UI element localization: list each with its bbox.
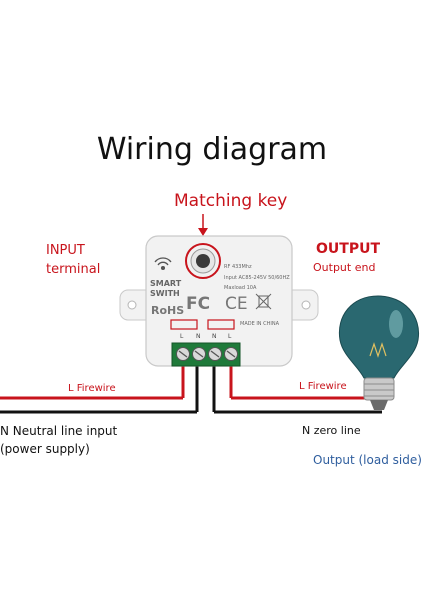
weee-bin-icon (255, 293, 272, 310)
terminal-letter-1: L (180, 333, 184, 340)
left-n-label-line1: N Neutral line input (0, 424, 118, 438)
spec-maxload: Maxload 10A (224, 285, 257, 291)
left-n-label-line2: (power supply) (0, 442, 90, 456)
wifi-icon (154, 257, 172, 271)
light-bulb-icon (338, 295, 420, 410)
terminal-letter-2: N (196, 333, 201, 340)
terminal-letter-4: L (228, 333, 232, 340)
terminal-letter-3: N (212, 333, 217, 340)
spec-rf: RF 433Mhz (224, 264, 252, 270)
input-label-line2: terminal (46, 262, 101, 277)
cert-rohs: RoHS (151, 304, 185, 317)
spec-input: Input AC85-245V 50/60HZ (224, 275, 290, 281)
right-l-wire-label: L Firewire (299, 381, 347, 392)
right-n-label: N zero line (302, 424, 361, 437)
output-label-line2: Output end (313, 261, 376, 274)
made-in: MADE IN CHINA (240, 321, 280, 327)
diagram-title: Wiring diagram (96, 132, 328, 167)
output-label-line1: OUTPUT (316, 241, 380, 257)
cert-fc: FC (186, 294, 211, 314)
matching-key-highlight (185, 243, 221, 279)
input-terminal-marker (170, 319, 198, 330)
left-l-wire-label: L Firewire (68, 383, 116, 394)
output-side-label: Output (load side) (313, 453, 422, 467)
matching-key-label: Matching key (174, 191, 288, 211)
terminal-block (171, 342, 241, 367)
input-label-line1: INPUT (46, 243, 85, 258)
device-brand-line1: SMART (150, 279, 182, 288)
cert-ce: CE (225, 294, 248, 314)
device-brand-line2: SWITH (150, 289, 180, 298)
output-terminal-marker (207, 319, 235, 330)
